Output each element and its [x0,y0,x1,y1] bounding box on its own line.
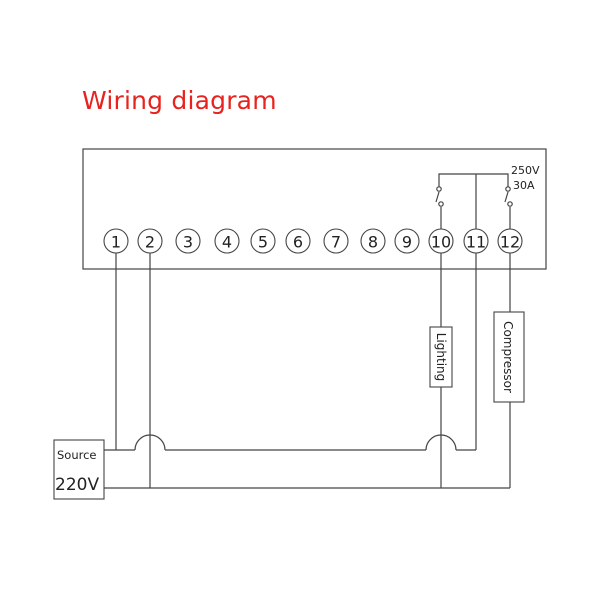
terminal-11 [463,228,489,254]
terminal-label-2: 2 [145,233,155,252]
source-box: Source 220V [53,439,105,500]
terminal-1 [103,228,129,254]
terminal-label-5: 5 [258,233,268,252]
terminal-4 [214,228,240,254]
terminal-label-7: 7 [331,233,341,252]
terminal-2 [137,228,163,254]
terminal-12 [497,228,523,254]
rating-current: 30A [513,179,535,192]
terminal-label-8: 8 [368,233,378,252]
terminal-7 [323,228,349,254]
terminal-8 [360,228,386,254]
compressor-load: Compressor [493,311,525,403]
terminal-6 [285,228,311,254]
compressor-label: Compressor [501,321,515,393]
terminal-label-6: 6 [293,233,303,252]
terminal-label-3: 3 [183,233,193,252]
external-wiring [104,253,511,489]
terminal-5 [250,228,276,254]
source-label: Source [57,448,97,462]
terminal-label-1: 1 [111,233,121,252]
relay-contacts [435,173,513,230]
lighting-load: Lighting [429,326,453,388]
terminal-label-9: 9 [402,233,412,252]
terminal-label-12: 12 [500,233,520,252]
terminal-label-11: 11 [466,233,486,252]
terminal-label-4: 4 [222,233,232,252]
controller-box [82,148,547,270]
diagram-title: Wiring diagram [82,86,277,115]
source-voltage: 220V [55,475,99,495]
terminal-label-10: 10 [431,233,451,252]
terminal-strip: 1 2 3 4 5 6 7 8 9 10 11 12 [103,228,523,254]
rating-voltage: 250V [511,164,540,177]
terminal-3 [175,228,201,254]
terminal-9 [394,228,420,254]
lighting-label: Lighting [434,333,448,382]
terminal-10 [428,228,454,254]
